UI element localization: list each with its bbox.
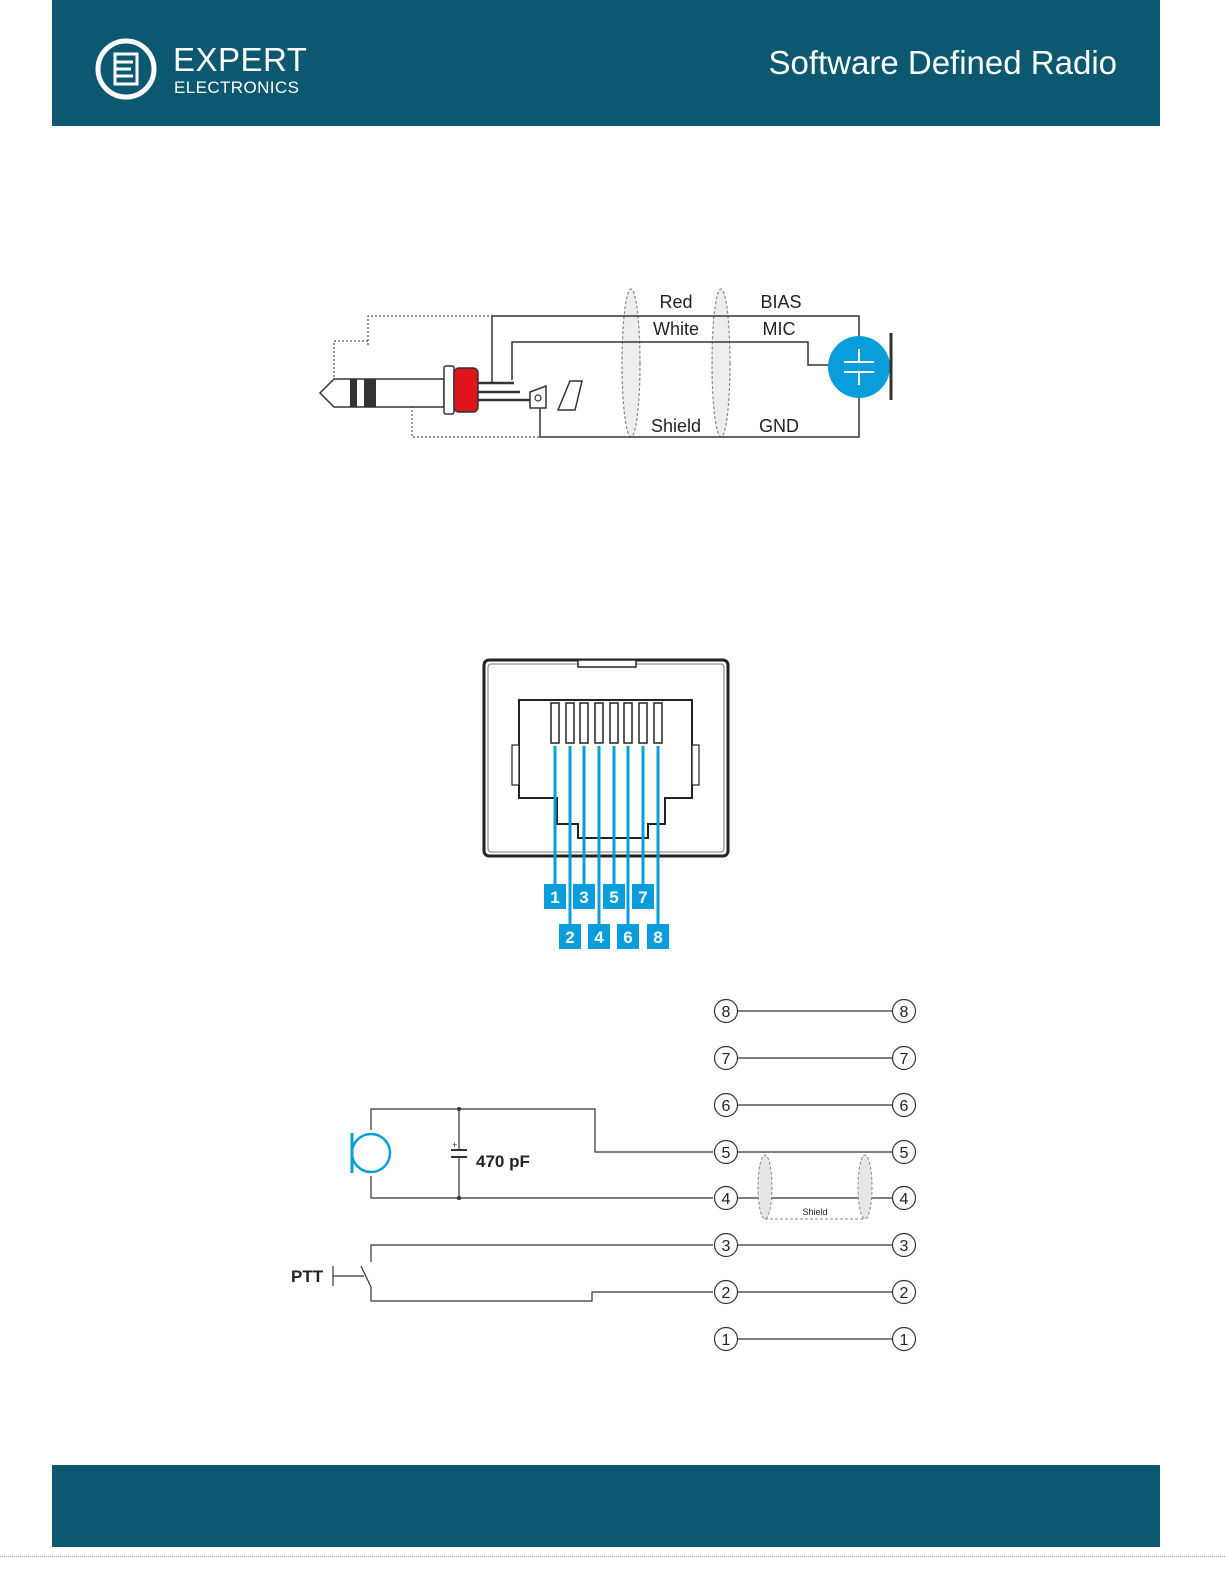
rj45-pin-number: 1 xyxy=(550,888,559,907)
pin-rows: 8 8 7 7 6 6 5 5 4 4 3 3 2 2 1 1 xyxy=(715,1000,916,1351)
pin-number: 4 xyxy=(722,1191,731,1208)
rj45-pin-number: 8 xyxy=(653,928,662,947)
signal-label-mic: MIC xyxy=(763,319,796,339)
shield-label: Shield xyxy=(802,1207,827,1217)
pin-number: 2 xyxy=(722,1285,731,1302)
connection-schematic: 8 8 7 7 6 6 5 5 4 4 3 3 2 2 1 1 + 470 pF Shield PTT xyxy=(291,1000,916,1351)
page-footer xyxy=(52,1465,1160,1547)
signal-label-bias: BIAS xyxy=(760,292,801,312)
rj45-contact xyxy=(639,703,647,743)
wire-label-white: White xyxy=(653,319,699,339)
wire-label-red: Red xyxy=(659,292,692,312)
rj45-contact xyxy=(580,703,588,743)
pin-number: 1 xyxy=(900,1332,909,1349)
rj45-pin-number: 3 xyxy=(579,888,588,907)
pin-number: 4 xyxy=(900,1191,909,1208)
pin-number: 5 xyxy=(900,1145,909,1162)
rj45-contact xyxy=(654,703,662,743)
microphone-capsule-icon xyxy=(828,336,890,398)
ptt-label: PTT xyxy=(291,1267,324,1286)
wire-label-shield: Shield xyxy=(651,416,701,436)
rj45-pin-labels: 1 2 3 4 5 6 7 8 xyxy=(544,884,669,949)
rj45-contact xyxy=(610,703,618,743)
pin-number: 8 xyxy=(722,1004,731,1021)
rj45-contact xyxy=(595,703,603,743)
rj45-pin-number: 6 xyxy=(623,928,632,947)
capacitor-label: 470 pF xyxy=(476,1152,530,1171)
pin-number: 5 xyxy=(722,1145,731,1162)
rj45-pin-number: 4 xyxy=(594,928,604,947)
pin-number: 6 xyxy=(900,1098,909,1115)
pin-number: 3 xyxy=(900,1238,909,1255)
rj45-contact xyxy=(566,703,574,743)
rj45-contact xyxy=(624,703,632,743)
pin-number: 8 xyxy=(900,1004,909,1021)
microphone-icon xyxy=(352,1134,390,1172)
rj45-connector-diagram: 1 2 3 4 5 6 7 8 xyxy=(484,660,728,949)
pin-number: 1 xyxy=(722,1332,731,1349)
capacitor-polarity: + xyxy=(452,1140,457,1150)
pin-number: 2 xyxy=(900,1285,909,1302)
pin-number: 6 xyxy=(722,1098,731,1115)
rj45-pin-number: 5 xyxy=(609,888,618,907)
rj45-contact xyxy=(551,703,559,743)
pin-number: 3 xyxy=(722,1238,731,1255)
rj45-pin-number: 7 xyxy=(638,888,647,907)
pin-number: 7 xyxy=(722,1051,731,1068)
jack-wiring-diagram: Red White Shield BIAS MIC GND xyxy=(320,289,891,437)
rj45-pin-number: 2 xyxy=(565,928,574,947)
signal-label-gnd: GND xyxy=(759,416,799,436)
bottom-rule xyxy=(0,1556,1225,1558)
pin-number: 7 xyxy=(900,1051,909,1068)
